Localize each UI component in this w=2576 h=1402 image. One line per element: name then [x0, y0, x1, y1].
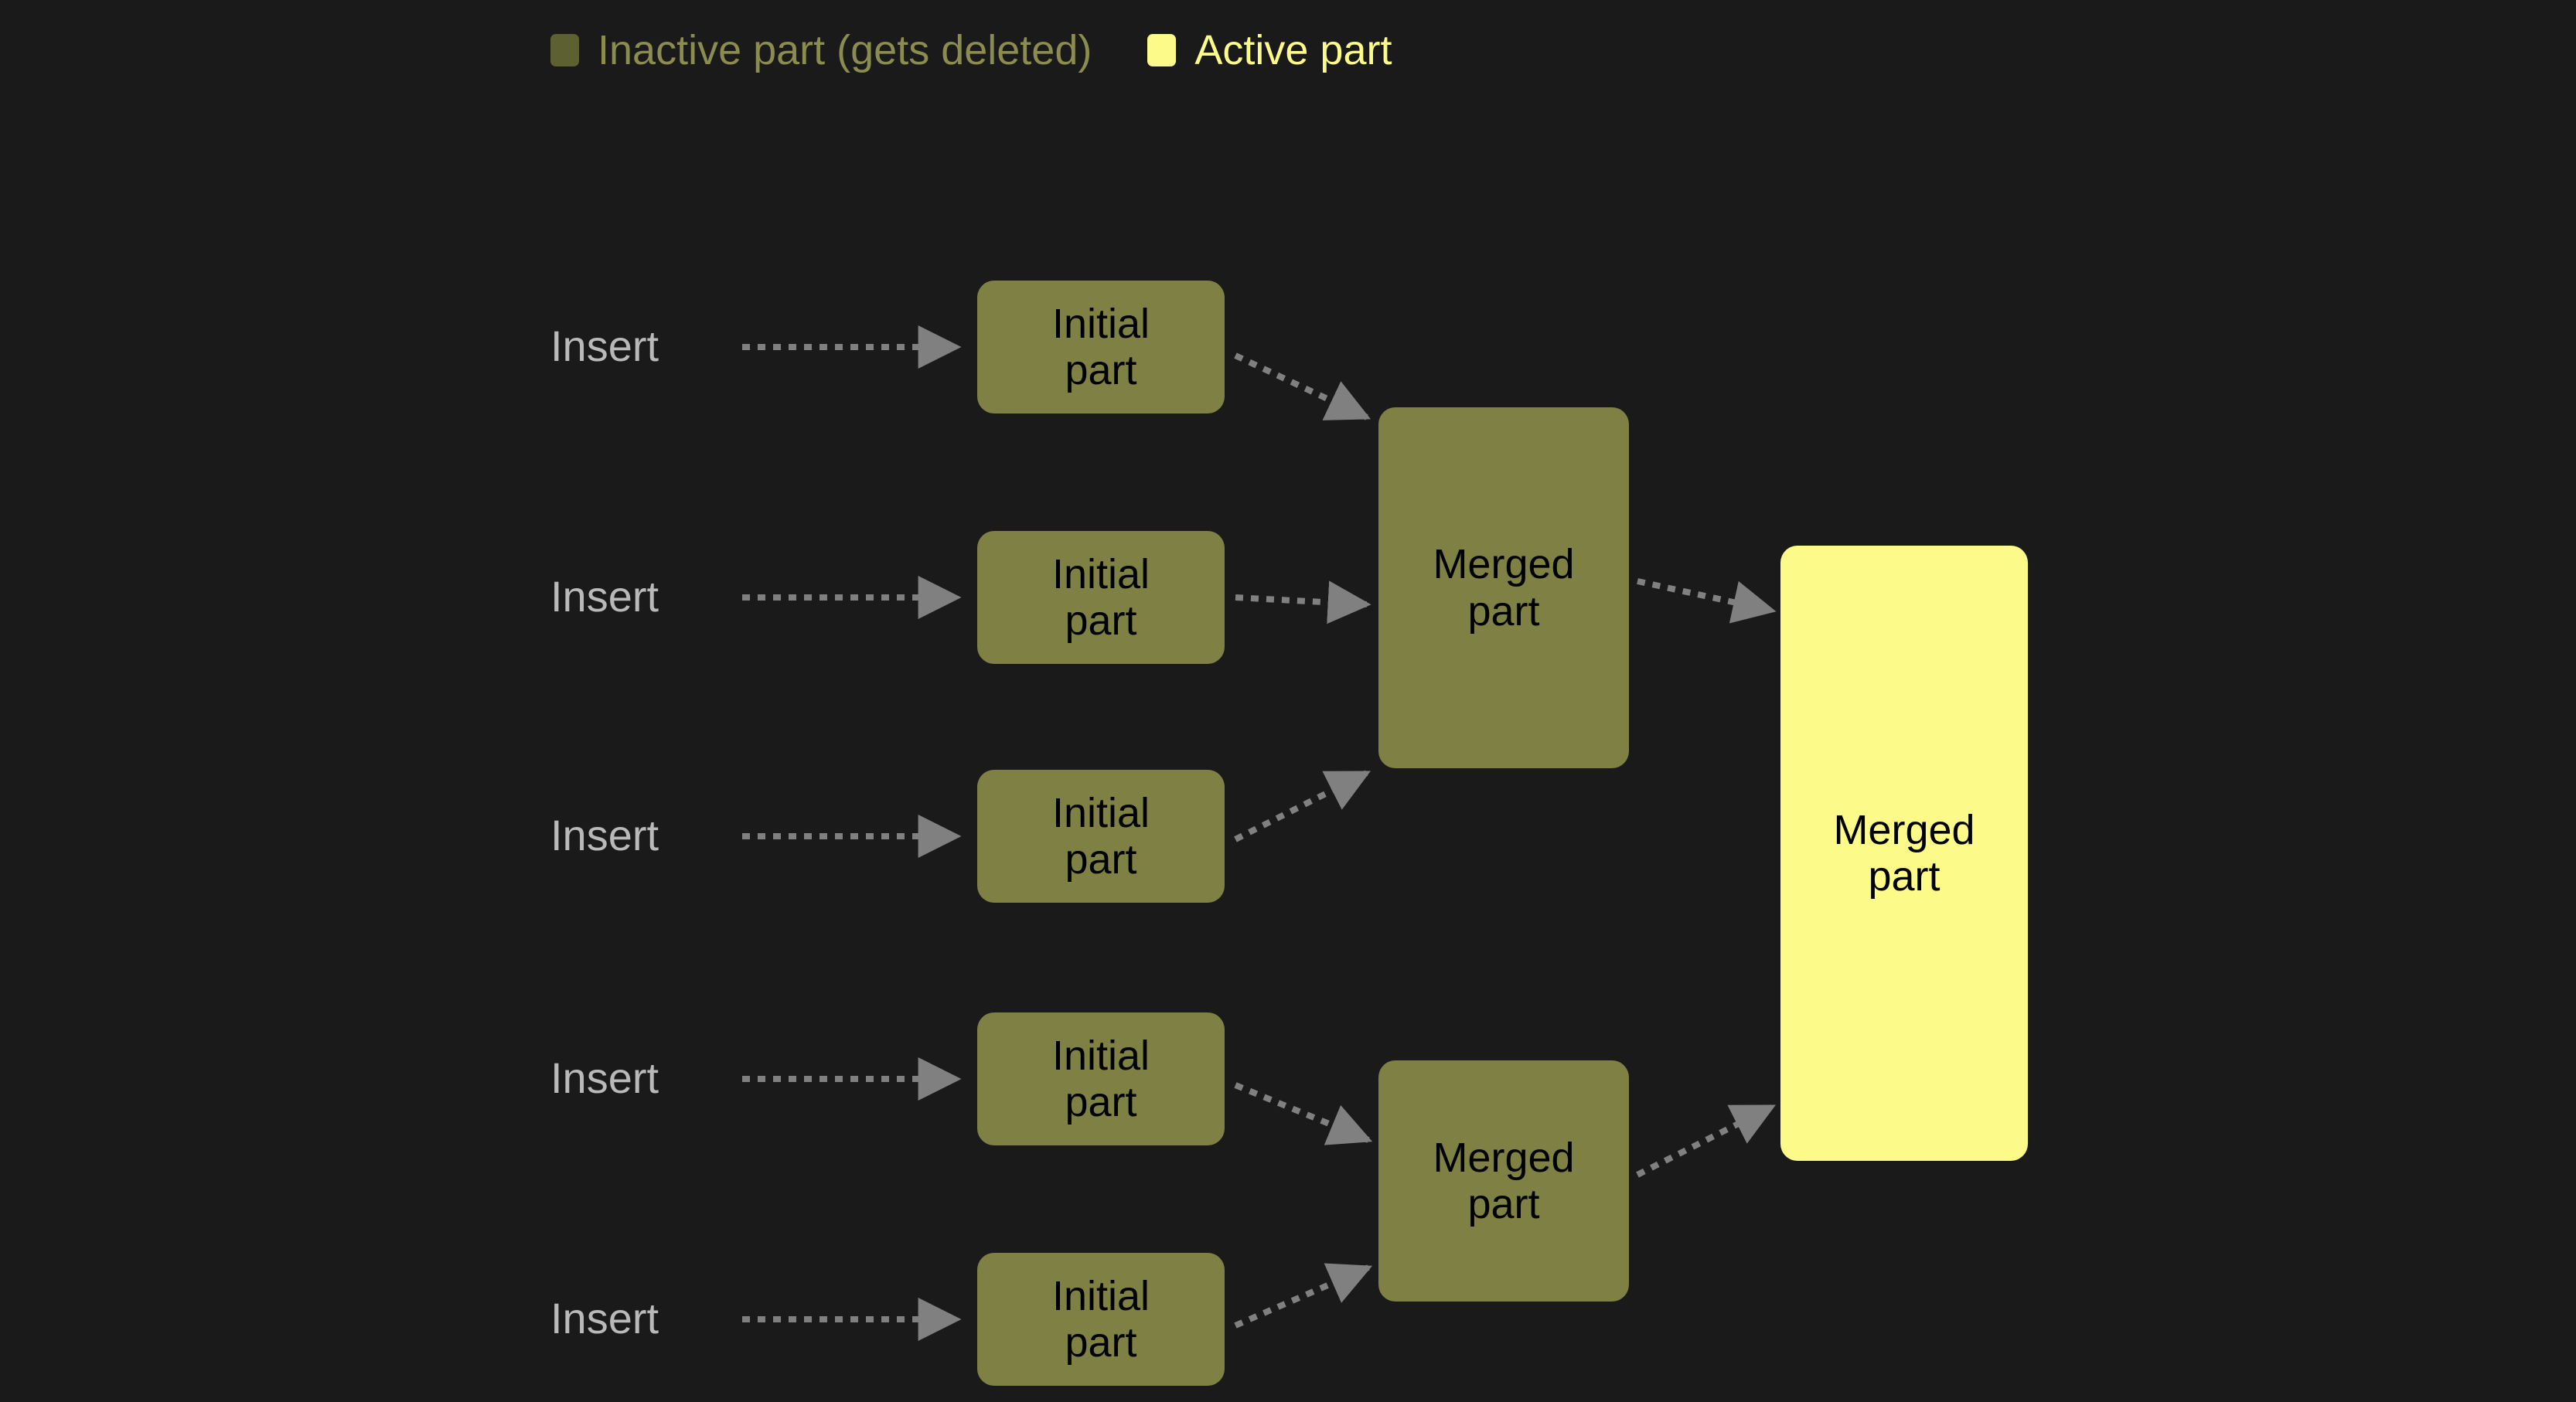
insert-label-5: Insert [550, 1294, 659, 1342]
edge-initial-1-to-merged-1 [1234, 352, 1371, 420]
insert-label-2: Insert [550, 572, 659, 621]
legend-entry-inactive: Inactive part (gets deleted) [550, 29, 1092, 71]
legend: Inactive part (gets deleted) Active part [550, 23, 1392, 77]
edge-initial-3-to-merged-1 [1234, 770, 1371, 842]
legend-swatch-active-icon [1147, 34, 1177, 66]
legend-label-inactive: Inactive part (gets deleted) [598, 27, 1092, 73]
edge-initial-4-to-merged-2 [1234, 1082, 1373, 1145]
edge-initial-2-to-merged-1 [1235, 580, 1371, 624]
insert-label-3: Insert [550, 811, 659, 859]
legend-swatch-inactive-icon [550, 34, 579, 66]
insert-label-4: Insert [550, 1053, 659, 1102]
edge-merged-1-to-final [1637, 578, 1777, 624]
edge-initial-5-to-merged-2 [1234, 1263, 1373, 1329]
legend-label-active: Active part [1194, 27, 1392, 73]
edge-merged-2-to-final [1636, 1104, 1776, 1178]
legend-entry-active: Active part [1147, 29, 1392, 71]
insert-label-1: Insert [550, 322, 659, 370]
